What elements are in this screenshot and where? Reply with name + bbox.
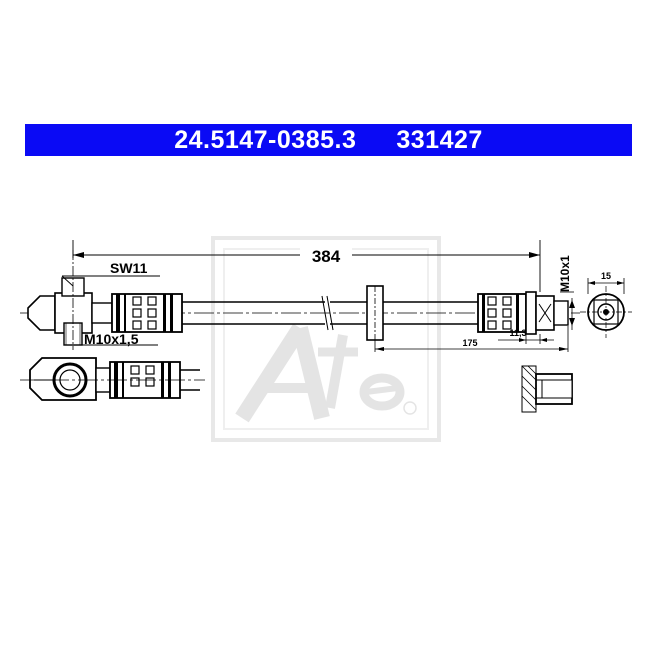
reference-number: 331427	[396, 125, 483, 154]
end-diameter-label: 15	[601, 271, 611, 281]
end-diameter-dimension	[587, 278, 625, 294]
hose-grommet	[366, 285, 384, 341]
thread-left-label: M10x1,5	[84, 331, 139, 347]
offset-large-dimension	[374, 326, 569, 352]
left-banjo-fitting	[27, 250, 113, 350]
offset-large-label: 175	[462, 338, 477, 348]
total-length-label: 384	[312, 247, 341, 266]
wrench-size-leader	[61, 275, 160, 287]
part-number: 24.5147-0385.3	[174, 125, 357, 154]
section-detail	[521, 365, 573, 413]
right-crimp-sleeve	[477, 293, 527, 333]
ate-watermark	[211, 236, 441, 442]
offset-small-label: 11,3	[509, 328, 526, 338]
dimension-total-length	[72, 240, 541, 292]
thread-right-dimension	[560, 291, 575, 330]
wrench-size-label: SW11	[110, 260, 148, 276]
left-fitting-side-view	[20, 357, 205, 401]
right-threaded-fitting	[525, 291, 569, 335]
right-end-view	[580, 286, 632, 338]
offset-small-dimension	[498, 334, 554, 344]
header-banner: 24.5147-0385.3 331427	[25, 124, 632, 156]
thread-right-label: M10x1	[558, 255, 572, 292]
left-crimp-sleeve	[111, 293, 183, 333]
